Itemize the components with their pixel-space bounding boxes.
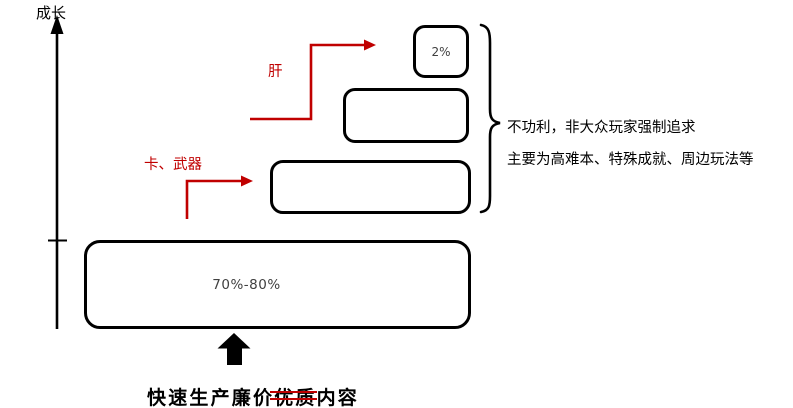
brace-note-line1: 不功利，非大众玩家强制追求: [507, 120, 696, 136]
gan-step-arrow-icon: [250, 39, 376, 121]
box-base-value: 70%-80%: [212, 276, 281, 293]
right-curly-brace-icon: [479, 23, 501, 214]
box-tier-2: [343, 88, 469, 143]
content-input-arrow-icon: [217, 333, 251, 365]
caption-prefix: 快速生产廉价: [147, 387, 275, 408]
box-top-value: 2%: [431, 44, 451, 59]
gan-label: 肝: [268, 64, 283, 80]
box-top-2pct: 2%: [413, 25, 469, 78]
growth-axis: [48, 15, 67, 329]
caption-struck-text: 优质: [270, 383, 318, 408]
caption-suffix: 内容: [316, 387, 360, 408]
brace-note-line2: 主要为高难本、特殊成就、周边玩法等: [507, 152, 754, 168]
axis-label-growth: 成长: [36, 4, 67, 22]
ka-wuqi-label: 卡、武器: [144, 157, 202, 173]
box-tier-3: [270, 160, 471, 214]
ka-wuqi-arrow-icon: [185, 175, 253, 219]
box-base: 70%-80%: [84, 240, 471, 329]
bottom-caption: 快速生产廉价优质内容: [147, 383, 359, 408]
axis-arrowhead-icon: [50, 15, 64, 34]
